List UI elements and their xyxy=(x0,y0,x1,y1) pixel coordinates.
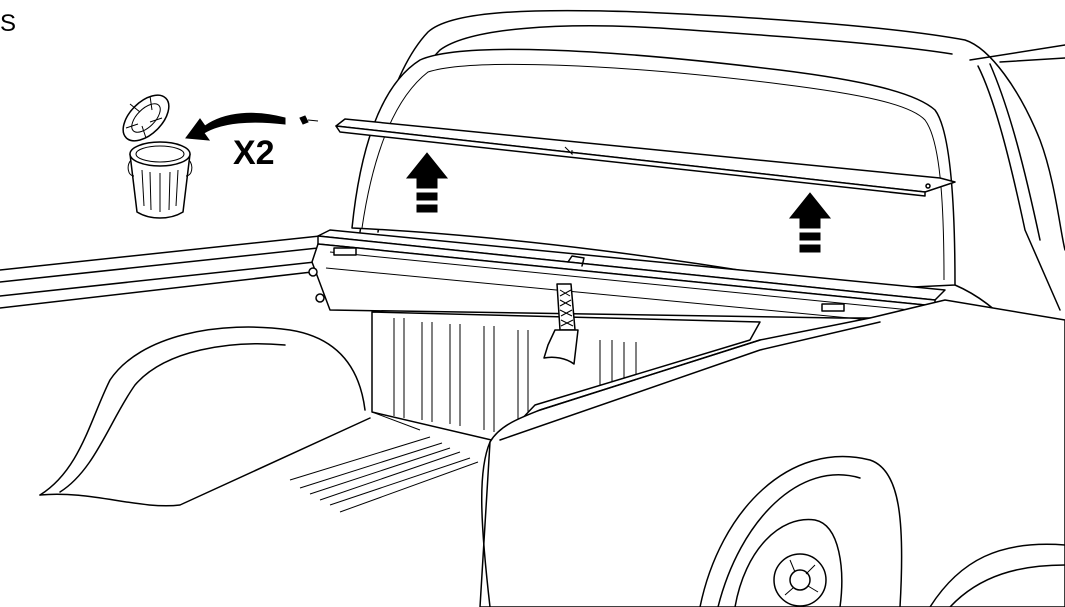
page-corner-letter: S xyxy=(0,10,17,37)
rail-slot-right xyxy=(821,303,845,312)
curved-arrow-icon xyxy=(185,112,286,141)
bolt-lower xyxy=(315,293,325,303)
screw-icon xyxy=(299,115,319,125)
left-wheel-well xyxy=(39,326,371,507)
up-arrow-icon xyxy=(405,152,449,213)
pull-strap xyxy=(543,283,579,365)
wheel-hub xyxy=(773,553,827,607)
center-clip xyxy=(567,255,585,267)
rail-slot-left xyxy=(333,247,357,256)
up-arrow-icon xyxy=(788,192,832,253)
truck-cab xyxy=(351,9,1065,401)
bolt-upper xyxy=(308,267,318,277)
bed-floor xyxy=(289,411,479,513)
trash-can-icon xyxy=(122,94,193,219)
removed-cap-rail xyxy=(335,118,956,197)
bed-left-side xyxy=(0,235,321,309)
quantity-label: X2 xyxy=(233,134,275,172)
rear-window xyxy=(351,48,956,291)
bed-front-wall xyxy=(308,229,946,443)
rear-tire xyxy=(734,518,843,607)
truck-right-side xyxy=(479,299,1065,607)
